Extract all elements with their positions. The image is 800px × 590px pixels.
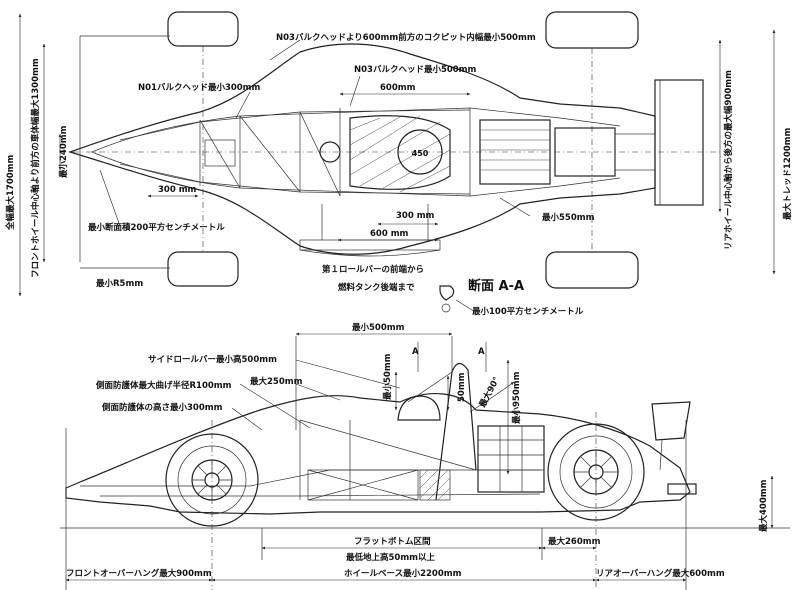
label-n03-min: N03バルクヘッド最小500mm: [354, 64, 477, 75]
side-body-outline: [65, 392, 691, 515]
label-min-50: 最小50mm: [382, 353, 393, 400]
label-min-550: 最小550mm: [542, 212, 595, 223]
label-600-top: 600mm: [380, 83, 416, 93]
front-left-wheel: [167, 11, 239, 47]
label-n03-cockpit: N03バルクヘッドより600mm前方のコクピット内幅最小500mm: [276, 32, 536, 43]
rear-left-wheel: [545, 11, 639, 49]
roll-hoop: [435, 362, 477, 501]
label-side-height: 側面防護体の高さ最小300mm: [101, 402, 223, 413]
driver-helmet: [397, 395, 441, 421]
label-roll-bar-front: 第１ロールバーの前端から: [322, 264, 424, 275]
label-wheelbase: ホイールベース最小2200mm: [344, 568, 462, 579]
section-mark-a2: A: [478, 347, 485, 357]
label-side-bend: 側面防護体最大曲げ半径R100mm: [95, 380, 232, 391]
section-aa: 断面 A-A 最小100平方センチメートル: [439, 278, 584, 317]
side-rear-wing: [651, 401, 691, 441]
label-50mm: 50mm: [457, 372, 467, 402]
side-view: A A 最小500mm サイドロールバー最小高500mm 最大250mm 側面防…: [60, 322, 790, 590]
label-total-width: 全幅最大1700mm: [5, 154, 16, 231]
section-aa-title: 断面 A-A: [468, 278, 524, 294]
label-rear-wheel-axis: リアホイール中心軸から後方の最大幅900mm: [723, 70, 734, 250]
label-300-mid: 300 mm: [396, 211, 435, 221]
label-600-bottom: 600 mm: [370, 229, 409, 239]
side-engine: [477, 425, 545, 493]
top-view: 450: [5, 11, 793, 297]
label-min-950: 最小950mm: [511, 371, 522, 424]
label-fuel-tank-rear: 燃料タンク後端まで: [338, 282, 415, 293]
label-max-250: 最大250mm: [250, 376, 303, 387]
fuel-tank-mark: 450: [412, 149, 429, 158]
rear-wing: [654, 79, 704, 206]
label-min-500: 最小500mm: [352, 322, 405, 333]
section-mark-a1: A: [412, 347, 419, 357]
front-right-wheel: [167, 251, 239, 287]
label-rear-overhang: リアオーバーハング最大600mm: [596, 568, 725, 579]
rear-right-wheel: [545, 251, 639, 289]
label-side-rollbar: サイドロールバー最小高500mm: [148, 354, 277, 365]
label-max-90: 最大90°: [477, 375, 502, 409]
label-front-wheel-body: フロントホイール中心軸より前方の車体幅最大1300mm: [30, 58, 41, 278]
label-max-tread: 最大トレッド1200mm: [782, 127, 793, 220]
label-front-overhang: フロントオーバーハング最大900mm: [66, 568, 212, 579]
label-300-left: 300 mm: [158, 185, 197, 195]
label-max-400: 最大400mm: [758, 479, 769, 532]
hatched-side-panel: [419, 469, 451, 501]
label-min-ground: 最低地上高50mm以上: [346, 552, 436, 563]
label-flat-bottom: フラットボトム区間: [354, 536, 431, 547]
label-cross-section-200: 最小断面積200平方センチメートル: [88, 222, 225, 233]
label-max-260: 最大260mm: [548, 536, 601, 547]
section-aa-shape: [439, 285, 455, 301]
label-min-r5: 最小R5mm: [96, 278, 143, 289]
section-aa-min-area: 最小100平方センチメートル: [472, 306, 584, 317]
label-n01-min: N01バルクヘッド最小300mm: [138, 82, 261, 93]
label-min-240: 最小240mm: [58, 125, 69, 178]
